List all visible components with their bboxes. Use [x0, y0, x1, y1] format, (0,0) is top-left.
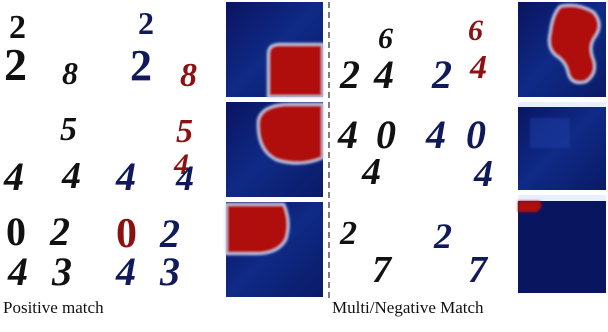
digit-glyph-highlight: 6 — [468, 14, 483, 47]
digit-glyph-highlight: 5 — [176, 113, 193, 150]
heatmap-tile — [518, 102, 606, 190]
heatmap-edge-highlight — [518, 195, 606, 201]
heatmap-tile — [226, 2, 324, 98]
negative-colored-column: 6 2 4 4 0 4 2 7 — [425, 14, 493, 291]
caption-positive-match: Positive match — [3, 298, 104, 317]
digit-glyph: 2 — [130, 41, 152, 90]
digit-glyph: 3 — [51, 249, 72, 294]
digit-glyph: 6 — [378, 22, 393, 55]
digit-glyph: 4 — [115, 249, 136, 294]
digit-glyph: 2 — [9, 9, 26, 46]
positive-heatmap-column — [225, 2, 324, 297]
heatmap-hot-region — [256, 103, 324, 165]
heatmap-hot-region — [267, 43, 324, 98]
heatmap-tile — [518, 2, 606, 97]
heatmap-tile — [225, 202, 323, 297]
digit-glyph: 2 — [138, 5, 154, 41]
heatmap-tile — [226, 102, 324, 197]
negative-raw-column: 6 2 4 4 0 4 2 7 — [337, 22, 396, 291]
digit-glyph: 0 — [466, 112, 486, 157]
caption-negative-match: Multi/Negative Match — [332, 298, 484, 317]
digit-glyph: 7 — [468, 249, 489, 291]
heatmap-hot-region — [518, 201, 542, 212]
digit-glyph-highlight: 4 — [469, 49, 487, 86]
digit-glyph-highlight: 8 — [180, 57, 197, 94]
digit-glyph: 4 — [337, 112, 358, 157]
heatmap-edge-highlight — [518, 102, 606, 107]
digit-glyph: 0 — [6, 209, 26, 254]
digit-glyph: 2 — [159, 211, 180, 256]
digit-glyph: 2 — [4, 39, 27, 90]
digit-glyph: 0 — [376, 112, 396, 157]
digit-glyph: 4 — [175, 158, 194, 198]
digit-glyph: 2 — [49, 209, 70, 254]
digit-glyph: 4 — [7, 249, 28, 294]
heatmap-hot-region — [225, 203, 290, 255]
digit-glyph-highlight: 4 — [173, 148, 189, 181]
digit-glyph: 4 — [373, 52, 394, 97]
digit-glyph: 8 — [62, 55, 78, 91]
negative-heatmap-column — [518, 2, 606, 293]
digit-glyph: 2 — [339, 52, 360, 97]
digit-glyph-highlight: 0 — [116, 211, 137, 257]
digit-glyph: 4 — [3, 154, 24, 199]
digit-glyph: 4 — [115, 154, 136, 199]
heatmap-hot-region — [547, 3, 601, 84]
digit-glyph: 4 — [473, 153, 493, 195]
digit-glyph: 5 — [60, 111, 77, 148]
digit-glyph: 4 — [61, 155, 81, 197]
digit-glyph: 4 — [425, 112, 446, 157]
digit-glyph: 3 — [159, 249, 180, 294]
digit-glyph: 7 — [372, 249, 393, 291]
digit-glyph: 2 — [431, 52, 452, 97]
digit-glyph: 4 — [361, 151, 381, 193]
digit-glyph: 2 — [433, 216, 452, 256]
heatmap-tile — [518, 195, 606, 293]
digit-glyph: 2 — [339, 215, 357, 252]
positive-raw-column: 2 2 8 5 4 4 0 2 4 3 — [3, 9, 81, 294]
positive-colored-column: 2 2 8 5 4 4 4 0 2 4 3 — [115, 5, 197, 294]
